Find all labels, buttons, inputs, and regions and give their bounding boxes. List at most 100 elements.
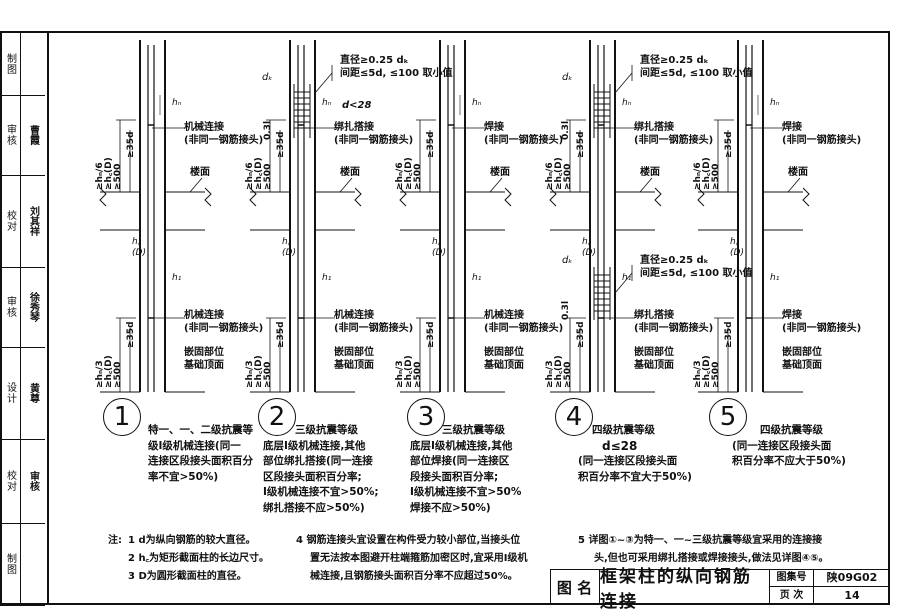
lower-joint-label: 机械连接 (484, 310, 524, 321)
lower-joint-note: (非同一钢筋接头) (334, 323, 414, 334)
spacing-note-diameter: 直径≥0.25 dₖ (640, 255, 709, 266)
dim-35d: ≥35d (576, 321, 586, 348)
dim-500: ≥500 (263, 361, 273, 388)
signature-role: 校对 (0, 439, 21, 523)
hn-label: hₙ (472, 98, 482, 108)
note-5-line-2: 头,但也可采用绑扎搭接或焊接接头,做法见详图④⑤。 (594, 553, 829, 564)
detail-caption-2: 三级抗震等级底层Ⅰ级机械连接,其他部位绑扎搭接(同一连接区段接头面积百分率;Ⅰ级… (263, 424, 379, 514)
dim-500: ≥500 (113, 361, 123, 388)
floor-leader (639, 177, 653, 193)
dim-500: ≥500 (563, 163, 573, 190)
dim-35d: ≥35d (576, 131, 586, 158)
signature-role: 校对 (0, 175, 21, 267)
floor-leader (339, 177, 353, 193)
detail-number-4: 4 (555, 398, 593, 436)
embed-label: 嵌固部位 (334, 347, 374, 358)
note-5-line-1: 5 详图①~③为特一、一~三级抗震等级宜采用的连接接 (578, 535, 823, 546)
upper-joint-label: 机械连接 (184, 122, 224, 133)
atlas-number: 陕09G02 (814, 569, 890, 587)
embed-label: 嵌固部位 (634, 347, 674, 358)
break-mark (249, 187, 257, 207)
h1-label: h₁ (472, 273, 482, 283)
signature-role: 审核 (0, 95, 21, 175)
foundation-label: 基础顶面 (634, 360, 674, 371)
upper-joint-note: (非同一钢筋接头) (484, 135, 564, 146)
signature-row: 校对审核 (0, 439, 45, 524)
break-mark (354, 187, 362, 207)
floor-label: 楼面 (340, 167, 360, 178)
hn-label: hₙ (322, 98, 332, 108)
dim-500: ≥500 (113, 163, 123, 190)
detail-number-3: 3 (407, 398, 445, 436)
signature-row: 审核徐秀琴 (0, 267, 45, 348)
break-mark (204, 187, 212, 207)
dim-500: ≥500 (563, 361, 573, 388)
dim-500: ≥500 (711, 361, 721, 388)
upper-joint-note: (非同一钢筋接头) (184, 135, 264, 146)
signature-role: 审核 (0, 267, 21, 347)
hc-label: h꜀ (582, 237, 591, 247)
signature-row: 校对刘其祥 (0, 175, 45, 268)
note-4-line-1: 4 钢筋连接头宜设置在构件受力较小部位,当接头位 (296, 535, 521, 546)
dim-500: ≥500 (263, 163, 273, 190)
dim-35d: ≥35d (276, 131, 286, 158)
hc-label: h꜀ (282, 237, 291, 247)
lower-joint-label: 机械连接 (334, 310, 374, 321)
break-mark (99, 187, 107, 207)
note-4-line-2: 置无法按本图避开柱端箍筋加密区时,宜采用Ⅰ级机 (310, 553, 528, 564)
embed-label: 嵌固部位 (484, 347, 524, 358)
upper-joint-label: 绑扎搭接 (334, 122, 374, 133)
note-2: 2 h꜀为矩形截面柱的长边尺寸。 (128, 553, 270, 564)
dk-label: dₖ (562, 255, 573, 266)
drawing-frame (47, 31, 890, 605)
dk-label: dₖ (562, 72, 573, 83)
d-label: (D) (730, 248, 744, 258)
detail-caption-3: 三级抗震等级底层Ⅰ级机械连接,其他部位焊接(同一连接区段接头面积百分率;Ⅰ级机械… (410, 424, 522, 514)
dim-35d: ≥35d (724, 131, 734, 158)
spacing-leader (314, 72, 333, 94)
foundation-label: 基础顶面 (484, 360, 524, 371)
signature-value: 黄尊 (27, 383, 39, 403)
break-mark (697, 187, 705, 207)
floor-label: 楼面 (490, 167, 510, 178)
lower-joint-label: 机械连接 (184, 310, 224, 321)
lower-joint-label: 焊接 (782, 310, 802, 321)
signature-value: 刘其祥 (27, 206, 39, 236)
d-label: (D) (282, 248, 296, 258)
atlas-label: 图集号 (770, 569, 814, 587)
note-4-line-3: 械连接,且钢筋接头面积百分率不应超过50%。 (310, 571, 518, 582)
spacing-leader (614, 72, 633, 94)
lap-length-label: 0.3l (263, 120, 273, 140)
note-3: 3 D为圆形截面柱的直径。 (128, 571, 247, 582)
embed-label: 嵌固部位 (184, 347, 224, 358)
lower-joint-note: (非同一钢筋接头) (484, 323, 564, 334)
embed-label: 嵌固部位 (782, 347, 822, 358)
signature-row: 设计黄尊 (0, 347, 45, 440)
drawing-title: 框架柱的纵向钢筋连接 (600, 567, 770, 612)
upper-joint-note: (非同一钢筋接头) (634, 135, 714, 146)
break-mark (399, 187, 407, 207)
dim-500: ≥500 (413, 163, 423, 190)
spacing-note-diameter: 直径≥0.25 dₖ (640, 55, 709, 66)
upper-joint-label: 焊接 (484, 122, 504, 133)
spacing-note-pitch: 间距≤5d, ≤100 取小值 (640, 268, 753, 279)
hc-label: h꜀ (730, 237, 739, 247)
signature-value: 徐秀琴 (27, 292, 39, 322)
spacing-leader (614, 272, 633, 294)
break-mark (549, 187, 557, 207)
lap-length-label: 0.3l (561, 120, 571, 140)
dim-35d: ≥35d (126, 131, 136, 158)
signature-role: 设计 (0, 347, 21, 439)
detail-number-5: 5 (709, 398, 747, 436)
signature-strip (0, 31, 47, 605)
hn-label: hₙ (622, 98, 632, 108)
detail-caption-5: 四级抗震等级(同一连接区段接头面积百分率不应大于50%) (732, 424, 846, 467)
floor-label: 楼面 (788, 167, 808, 178)
d28-label: d<28 (342, 100, 372, 111)
foundation-label: 基础顶面 (782, 360, 822, 371)
lower-joint-note: (非同一钢筋接头) (782, 323, 862, 334)
spacing-note-diameter: 直径≥0.25 dₖ (340, 55, 409, 66)
break-mark (654, 187, 662, 207)
